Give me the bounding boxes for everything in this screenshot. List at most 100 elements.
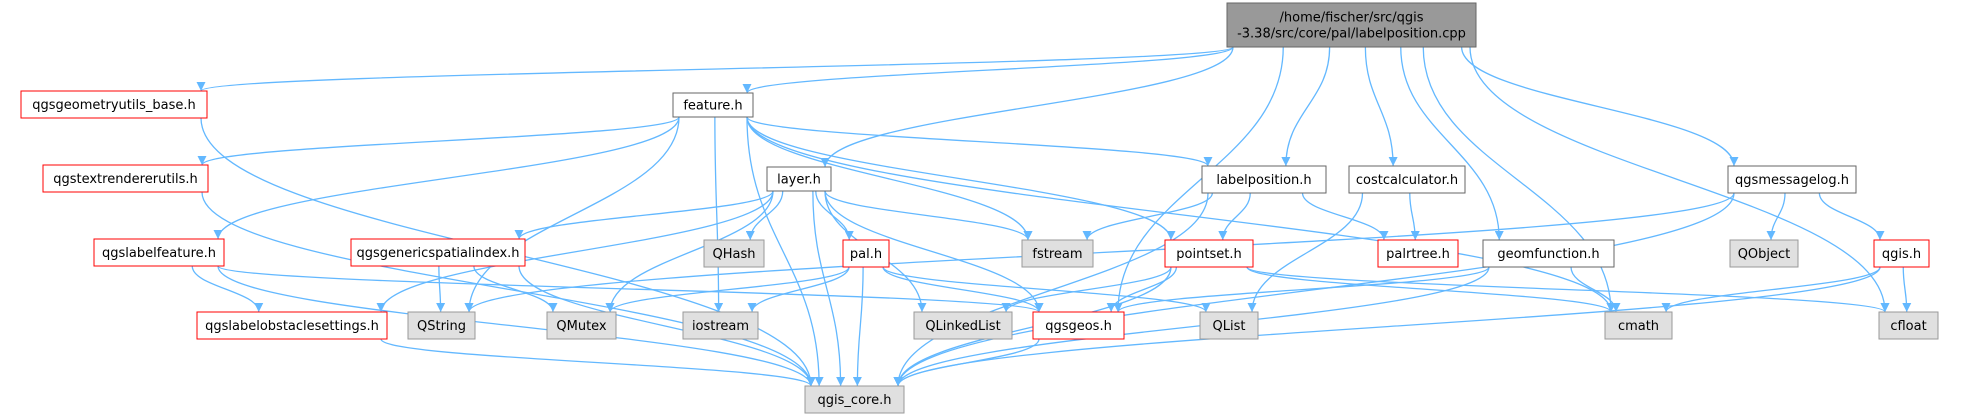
node-qgsgenericspatialindex_h[interactable]: qgsgenericspatialindex.h xyxy=(350,238,526,267)
node-box xyxy=(1199,311,1259,340)
node-qobject: QObject xyxy=(1729,239,1799,268)
node-layer: /home/fischer/src/qgis-3.38/src/core/pal… xyxy=(20,2,1939,414)
edge-labelposition_cpp-to-geomfunction_h xyxy=(1400,46,1504,241)
node-label: fstream xyxy=(1032,247,1082,262)
edge-feature_h-to-iostream xyxy=(714,116,724,313)
edge-pal_h-to-iostream xyxy=(747,266,850,313)
node-qgsgeometryutils_base_h[interactable]: qgsgeometryutils_base.h xyxy=(20,90,208,119)
edge-labelposition_cpp-to-qgsmessagelog_h xyxy=(1460,46,1739,167)
node-iostream: iostream xyxy=(682,311,759,340)
node-box xyxy=(1021,239,1094,268)
node-label: QList xyxy=(1213,319,1246,334)
edge-pal_h-to-qgsgeos_h xyxy=(882,266,1044,313)
edge-layer_h-to-fstream xyxy=(824,190,1033,241)
node-label: cmath xyxy=(1618,319,1659,334)
edge-qgsgenericspatialindex_h-to-qmutex xyxy=(473,265,558,313)
edge-pal_h-to-qgis_core_h xyxy=(852,266,864,387)
edge-geomfunction_h-to-qgsgeos_h xyxy=(1113,266,1490,313)
node-box xyxy=(196,311,388,340)
node-label: geomfunction.h xyxy=(1497,247,1599,262)
edge-qgis_h-to-cfloat xyxy=(1902,266,1912,313)
edge-qgslabelfeature_h-to-qgslabelobstaclesettings_h xyxy=(191,265,264,313)
edge-labelposition_cpp-to-qgsgeos_h xyxy=(1113,46,1284,313)
node-pointset_h[interactable]: pointset.h xyxy=(1164,239,1254,268)
node-label: qgstextrendererutils.h xyxy=(53,172,198,187)
node-box xyxy=(20,90,208,119)
node-geomfunction_h[interactable]: geomfunction.h xyxy=(1482,239,1615,268)
node-box xyxy=(546,311,617,340)
node-box xyxy=(1032,311,1125,340)
edge-labelposition_cpp-to-costcalculator_h xyxy=(1364,46,1398,167)
node-costcalculator_h[interactable]: costcalculator.h xyxy=(1348,165,1466,194)
edge-feature_h-to-qgstextrendererutils_h xyxy=(197,116,680,166)
node-palrtree_h[interactable]: palrtree.h xyxy=(1377,239,1459,268)
node-label: QString xyxy=(417,319,466,334)
node-qgstextrendererutils_h[interactable]: qgstextrendererutils.h xyxy=(42,164,209,193)
edge-qgsmessagelog_h-to-qobject xyxy=(1766,192,1786,241)
edge-layer_h-to-qgslabelobstaclesettings_h xyxy=(376,190,774,313)
edge-feature_h-to-qstring xyxy=(464,116,680,313)
node-label: iostream xyxy=(692,319,749,334)
node-label: qgis.h xyxy=(1882,247,1921,262)
edge-labelposition_cpp-to-cmath xyxy=(1422,46,1616,313)
node-label: qgsmessagelog.h xyxy=(1735,173,1849,188)
edge-layer_h-to-qgsgenericspatialindex_h xyxy=(514,190,774,240)
node-label: QLinkedList xyxy=(925,319,1000,334)
edge-qgis_h-to-cmath xyxy=(1661,266,1881,313)
node-box xyxy=(1729,239,1799,268)
edge-labelposition_h-to-palrtree_h xyxy=(1301,192,1389,241)
edge-layer xyxy=(191,46,1912,387)
edge-feature_h-to-qgslabelfeature_h xyxy=(213,116,680,240)
edge-layer_h-to-qmutex xyxy=(605,190,774,313)
edge-qgsmessagelog_h-to-qgis_core_h xyxy=(893,192,1735,387)
node-box xyxy=(407,311,476,340)
node-qgslabelfeature_h[interactable]: qgslabelfeature.h xyxy=(93,238,225,267)
node-pal_h[interactable]: pal.h xyxy=(842,239,890,268)
node-box xyxy=(1482,239,1615,268)
node-layer_h[interactable]: layer.h xyxy=(766,166,832,192)
node-qgsmessagelog_h[interactable]: qgsmessagelog.h xyxy=(1727,165,1857,194)
edge-qgslabelfeature_h-to-qgis_core_h xyxy=(217,265,816,387)
edge-layer_h-to-qgsgeos_h xyxy=(824,190,1044,313)
node-qgsgeos_h[interactable]: qgsgeos.h xyxy=(1032,311,1125,340)
edge-geomfunction_h-to-qgis_core_h xyxy=(893,266,1490,387)
edge-geomfunction_h-to-cmath xyxy=(1570,266,1621,313)
node-box xyxy=(703,239,765,268)
edge-qgsmessagelog_h-to-qstring xyxy=(464,192,1735,313)
node-box xyxy=(1873,239,1930,268)
node-box xyxy=(93,238,225,267)
edge-labelposition_cpp-to-layer_h xyxy=(820,46,1234,168)
node-box xyxy=(350,238,526,267)
node-labelposition_cpp[interactable]: /home/fischer/src/qgis-3.38/src/core/pal… xyxy=(1226,2,1477,48)
node-box xyxy=(804,385,905,414)
edge-layer_h-to-qhash xyxy=(745,190,784,241)
node-label: pointset.h xyxy=(1176,247,1241,262)
edge-labelposition_cpp-to-cfloat xyxy=(1469,46,1890,313)
edge-pal_h-to-qlist xyxy=(882,266,1211,313)
edge-pointset_h-to-qgsgeos_h xyxy=(1106,266,1178,313)
edge-pointset_h-to-cfloat xyxy=(1246,266,1890,313)
node-label: costcalculator.h xyxy=(1356,173,1458,188)
node-box xyxy=(1348,165,1466,194)
node-label: qgslabelobstaclesettings.h xyxy=(205,319,379,334)
edge-qgsgenericspatialindex_h-to-qgis_core_h xyxy=(518,265,816,387)
node-box xyxy=(1164,239,1254,268)
edge-feature_h-to-labelposition_h xyxy=(746,116,1213,167)
node-cmath: cmath xyxy=(1604,311,1673,340)
node-label: labelposition.h xyxy=(1216,173,1311,188)
node-label: cfloat xyxy=(1890,319,1926,334)
node-feature_h[interactable]: feature.h xyxy=(672,92,754,118)
node-qlinkedlist: QLinkedList xyxy=(913,311,1013,340)
node-label: palrtree.h xyxy=(1386,247,1450,262)
node-box xyxy=(1226,2,1477,48)
edge-qgstextrendererutils_h-to-qgis_core_h xyxy=(201,191,816,387)
node-box xyxy=(766,166,832,192)
node-qmutex: QMutex xyxy=(546,311,617,340)
node-box xyxy=(1604,311,1673,340)
node-qgis_core_h: qgis_core.h xyxy=(804,385,905,414)
node-qgslabelobstaclesettings_h[interactable]: qgslabelobstaclesettings.h xyxy=(196,311,388,340)
node-label: layer.h xyxy=(777,173,821,188)
node-qgis_h[interactable]: qgis.h xyxy=(1873,239,1930,268)
node-labelposition_h[interactable]: labelposition.h xyxy=(1201,165,1327,194)
